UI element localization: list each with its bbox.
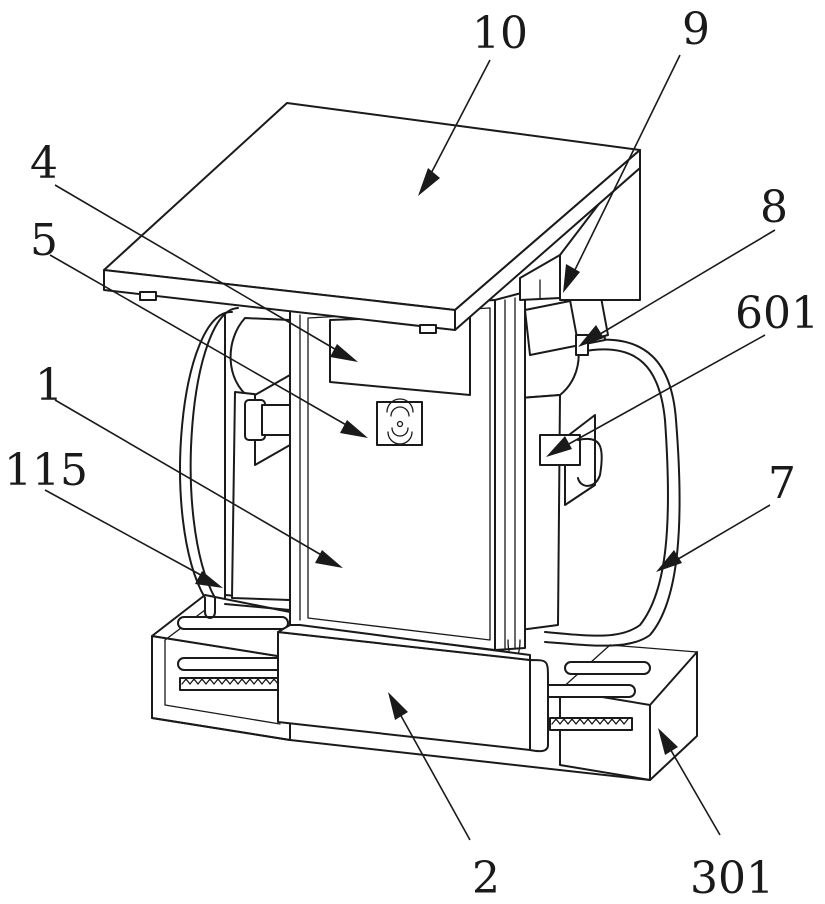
label-115: 115 — [4, 445, 88, 496]
label-7: 7 — [768, 458, 796, 509]
label-601: 601 — [735, 288, 819, 339]
label-9: 9 — [682, 4, 710, 55]
plug-8 — [525, 292, 608, 355]
label-10: 10 — [472, 8, 528, 59]
label-2: 2 — [472, 853, 500, 904]
label-5: 5 — [30, 215, 58, 266]
label-301: 301 — [690, 853, 774, 904]
card-reader-5 — [377, 399, 422, 445]
label-8: 8 — [760, 182, 788, 233]
label-1: 1 — [35, 360, 63, 411]
label-4: 4 — [30, 138, 58, 189]
